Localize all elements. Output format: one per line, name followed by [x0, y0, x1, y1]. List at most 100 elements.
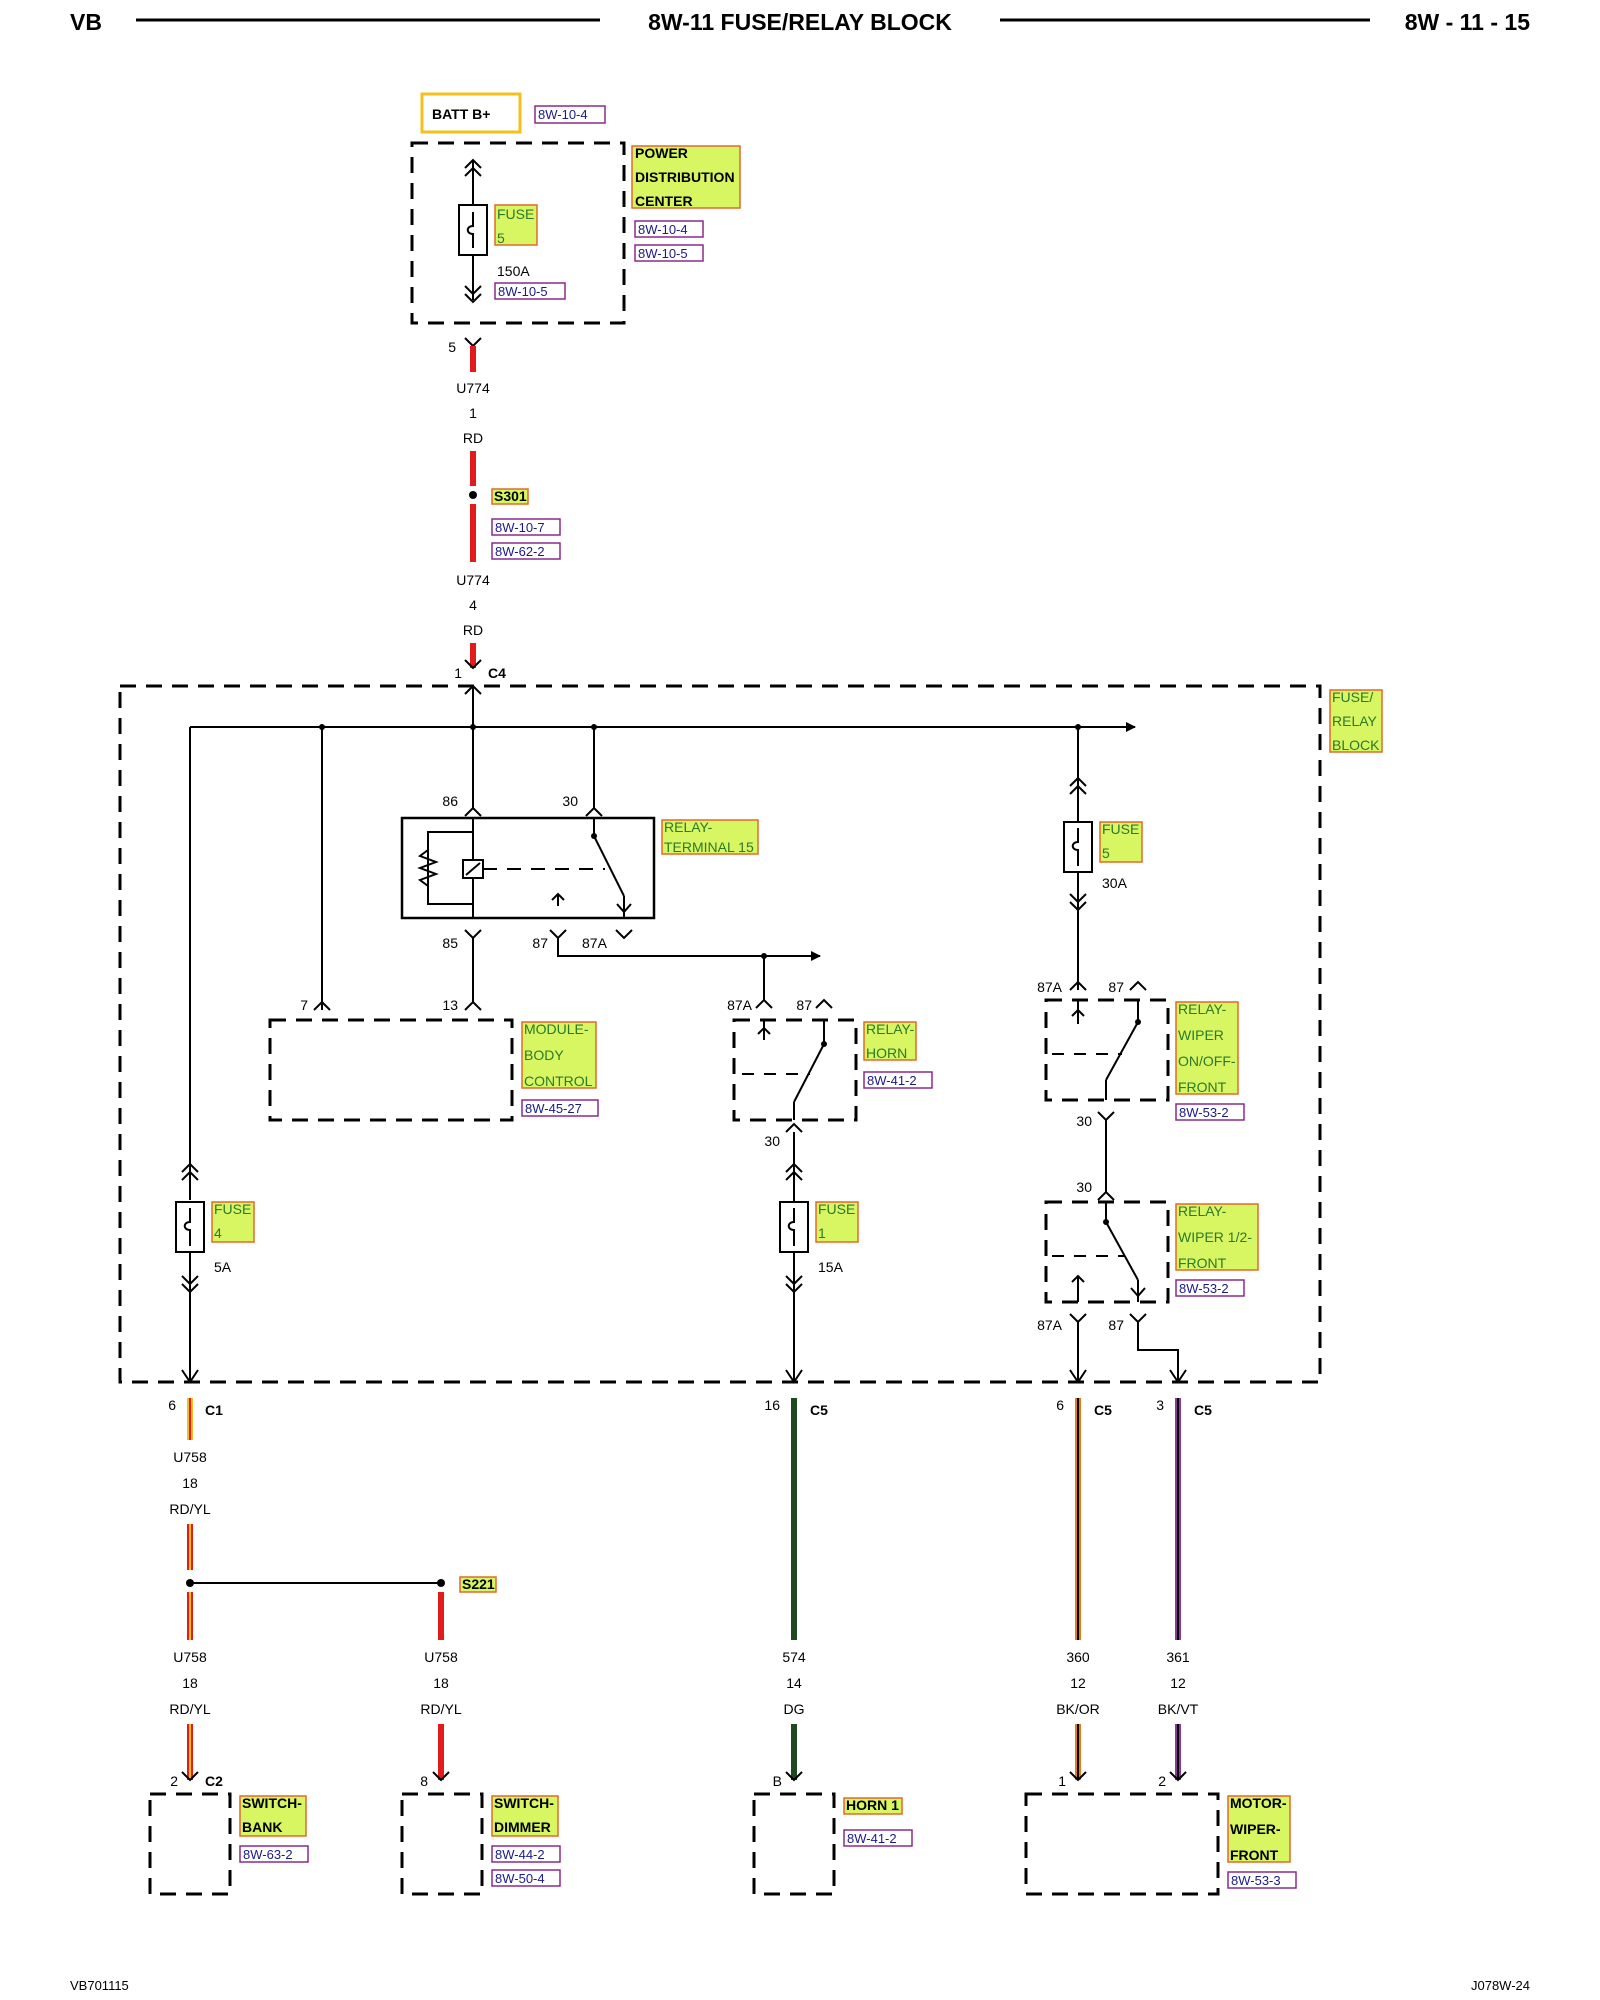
fuse4-bottom-icon [181, 1275, 199, 1294]
c5a-name: C5 [810, 1402, 828, 1418]
motor-wiper-label-bg [1227, 1795, 1291, 1863]
horn1-label: HORN 1 [846, 1797, 899, 1813]
fuse5b-label-1: FUSE [1102, 821, 1139, 837]
splice-s221-label-bg [459, 1576, 497, 1593]
pdc-fuse-ref[interactable]: 8W-10-5 [498, 284, 548, 299]
wire-574-circuit: 574 [782, 1649, 806, 1665]
wire-574-color: DG [784, 1701, 805, 1717]
batt-label: BATT B+ [432, 106, 490, 122]
motor-pin2-icon [1169, 1771, 1187, 1782]
switch-bank-box [148, 1792, 232, 1896]
horn-pin-icon [785, 1771, 803, 1782]
switch-bank-ref[interactable]: 8W-63-2 [243, 1847, 293, 1862]
footer-right: J078W-24 [1471, 1978, 1530, 1993]
batt-ref[interactable]: 8W-10-4 [538, 107, 588, 122]
page-title: 8W-11 FUSE/RELAY BLOCK [648, 9, 952, 35]
pdc-ref-2[interactable]: 8W-10-5 [638, 246, 688, 261]
switch-dimmer-pin-icon [432, 1771, 450, 1782]
fuse4-rating: 5A [214, 1259, 232, 1275]
footer-left: VB701115 [70, 1978, 129, 1993]
wire-u758b-color: RD/YL [169, 1701, 210, 1717]
wiper-12-arm [1105, 1221, 1139, 1281]
fuse5b-top-icon [1069, 776, 1087, 795]
horn-relay-pin30: 30 [764, 1133, 780, 1149]
switch-bank-label-1: SWITCH- [242, 1795, 302, 1811]
fuse1-element-icon [787, 1208, 795, 1246]
fuse-element-icon [466, 212, 474, 248]
wiper-12-30-icon [1097, 1190, 1115, 1201]
pdc-pin: 5 [448, 339, 456, 355]
wiper-onoff-87-icon [1129, 980, 1147, 991]
wiper-12-pin87: 87 [1108, 1317, 1124, 1333]
switch-bank-pin-icon [181, 1771, 199, 1782]
s301-ref-2[interactable]: 8W-62-2 [495, 544, 545, 559]
motor-pin1: 1 [1058, 1773, 1066, 1789]
bcm-box [268, 1018, 514, 1122]
s301-ref-1[interactable]: 8W-10-7 [495, 520, 545, 535]
batt-ref-box [534, 105, 606, 124]
switch-bank-connector: C2 [205, 1773, 223, 1789]
frb-label-3: BLOCK [1332, 737, 1380, 753]
c4-connector-icon [464, 659, 482, 670]
fuse-relay-block-box [118, 684, 1322, 1384]
pdc-ref1-box [634, 220, 704, 238]
wiper-onoff-ref-box [1175, 1103, 1245, 1121]
bcm-label-3: CONTROL [524, 1073, 593, 1089]
header-left: VB [70, 9, 102, 35]
relay-86-icon [464, 806, 482, 817]
wire-u758c-color: RD/YL [420, 1701, 461, 1717]
switch-dimmer-ref-1[interactable]: 8W-44-2 [495, 1847, 545, 1862]
switch-dimmer-ref-2[interactable]: 8W-50-4 [495, 1871, 545, 1886]
pdc-label-1: POWER [635, 145, 688, 161]
wire-u774b-gauge: 4 [469, 597, 477, 613]
fuse4-element-icon [183, 1208, 191, 1246]
horn-relay-pin87: 87 [796, 997, 812, 1013]
wire-360-color: BK/OR [1056, 1701, 1100, 1717]
horn-relay-nc-icon [757, 1026, 771, 1040]
frb-label-bg [1329, 689, 1383, 753]
horn1-ref[interactable]: 8W-41-2 [847, 1831, 897, 1846]
wire-u758b-gauge: 18 [182, 1675, 198, 1691]
horn-relay-label-bg [863, 1021, 917, 1061]
wiper-12-label-bg [1175, 1203, 1259, 1271]
wire-u774-gauge: 1 [469, 405, 477, 421]
c1-name: C1 [205, 1402, 223, 1418]
wiper-onoff-pin30: 30 [1076, 1113, 1092, 1129]
horn-relay-label-1: RELAY- [866, 1021, 915, 1037]
pdc-label-2: DISTRIBUTION [635, 169, 735, 185]
wiper-12-ref[interactable]: 8W-53-2 [1179, 1281, 1229, 1296]
bcm-pin7: 7 [300, 997, 308, 1013]
wiper-onoff-label-bg [1175, 1001, 1239, 1095]
s301-ref1-box [491, 518, 561, 536]
c5c-pin: 3 [1156, 1397, 1164, 1413]
pdc-ref-1[interactable]: 8W-10-4 [638, 222, 688, 237]
wiper-onoff-label-1: RELAY- [1178, 1001, 1227, 1017]
horn-relay-label-2: HORN [866, 1045, 907, 1061]
fuse4-label-2: 4 [214, 1225, 222, 1241]
splice-s301-label: S301 [494, 488, 527, 504]
coil-slash [465, 862, 481, 876]
pdc-label-bg [631, 145, 741, 209]
bus-feed-arrow-icon [464, 684, 482, 695]
fuse4-label-bg [211, 1201, 255, 1243]
switch-dimmer-label-bg [491, 1795, 559, 1837]
fuse5b-rating: 30A [1102, 875, 1128, 891]
motor-wiper-ref[interactable]: 8W-53-3 [1231, 1873, 1281, 1888]
wiper-onoff-ref[interactable]: 8W-53-2 [1179, 1105, 1229, 1120]
bcm-ref[interactable]: 8W-45-27 [525, 1101, 582, 1116]
bcm-label-2: BODY [524, 1047, 564, 1063]
frb-label-1: FUSE/ [1332, 689, 1373, 705]
fuse1-top-icon [785, 1162, 803, 1181]
relay-87a-contact-icon [616, 903, 632, 914]
page-number: 8W - 11 - 15 [1405, 9, 1530, 35]
motor-wiper-label-2: WIPER- [1230, 1821, 1281, 1837]
horn-relay-ref[interactable]: 8W-41-2 [867, 1073, 917, 1088]
wire-574-gauge: 14 [786, 1675, 802, 1691]
wiper-12-pin30: 30 [1076, 1179, 1092, 1195]
motor-wiper-label-3: FRONT [1230, 1847, 1279, 1863]
relay-t15-label-2: TERMINAL 15 [664, 839, 754, 855]
pin5-connector-icon [464, 337, 482, 348]
switch-dimmer-box [400, 1792, 484, 1896]
motor-wiper-label-1: MOTOR- [1230, 1795, 1287, 1811]
bcm-pin13-icon [464, 1000, 482, 1011]
